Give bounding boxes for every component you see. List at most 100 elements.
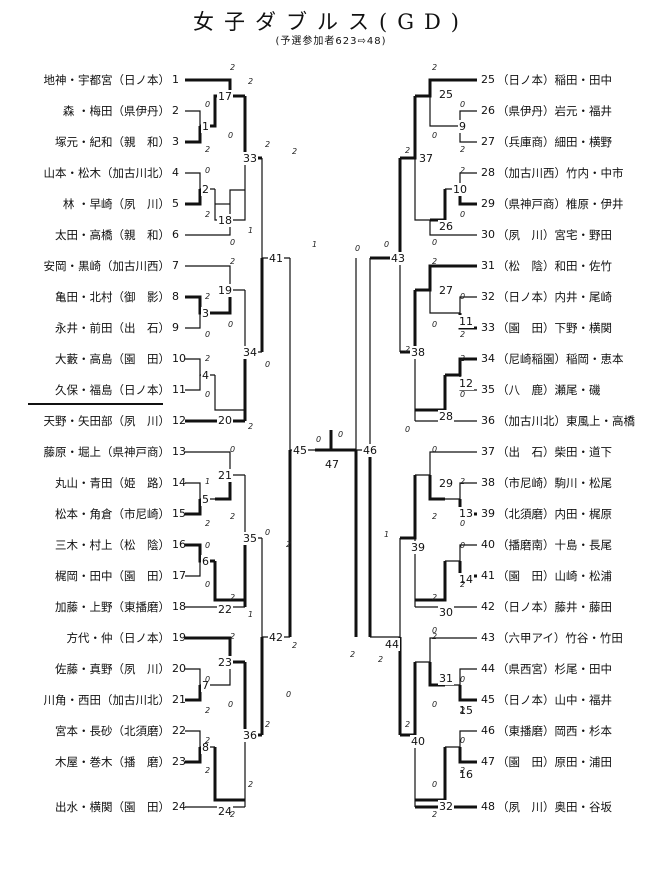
match-number: 22 (217, 603, 233, 616)
score: 2 (460, 766, 466, 775)
left-player: 方代・仲（日ノ本） (66, 631, 171, 645)
score: 2 (432, 63, 438, 72)
score: 2 (460, 166, 466, 175)
match-number: 35 (242, 532, 258, 545)
seed-number: 36 (481, 414, 495, 427)
match-number: 13 (458, 507, 474, 520)
left-player: 木屋・巻木（播 磨） (55, 755, 170, 769)
seed-number: 35 (481, 383, 495, 396)
seed-number: 4 (172, 166, 179, 179)
left-player: 丸山・青田（姫 路） (55, 476, 170, 490)
seed-number: 28 (481, 166, 495, 179)
match-number: 36 (242, 729, 258, 742)
score: 2 (205, 145, 211, 154)
seed-number: 34 (481, 352, 495, 365)
match-number: 10 (452, 183, 468, 196)
left-player: 藤原・堀上（県神戸商） (43, 445, 171, 459)
score: 2 (432, 632, 438, 641)
right-player: （松 陰）和田・佐竹 (497, 259, 612, 273)
score: 2 (230, 810, 236, 819)
match-number: 27 (438, 284, 454, 297)
right-player: （兵庫商）細田・横野 (497, 135, 612, 149)
match-number: 15 (458, 704, 474, 717)
right-player: （県神戸商）椎原・伊井 (497, 197, 624, 211)
seed-number: 13 (172, 445, 186, 458)
score: 2 (286, 540, 292, 549)
match-number: 26 (438, 220, 454, 233)
match-number: 16 (458, 768, 474, 781)
match-number: 30 (438, 606, 454, 619)
score: 0 (228, 700, 234, 709)
score: 2 (230, 257, 236, 266)
seed-number: 3 (172, 135, 179, 148)
seed-number: 40 (481, 538, 495, 551)
right-player: （園 田）山崎・松浦 (497, 569, 612, 583)
score: 0 (432, 131, 438, 140)
match-number: 12 (458, 377, 474, 390)
right-player: （園 田）原田・浦田 (497, 755, 612, 769)
score: 2 (205, 354, 211, 363)
match-number: 24 (217, 805, 233, 818)
score: 0 (432, 780, 438, 789)
left-player: 塚元・紀和（親 和） (55, 135, 170, 149)
left-player: 梶岡・田中（園 田） (55, 569, 170, 583)
seed-number: 17 (172, 569, 186, 582)
right-player: （加古川西）竹内・中市 (497, 166, 624, 180)
score: 2 (405, 720, 411, 729)
match-number: 40 (410, 735, 426, 748)
seed-number: 5 (172, 197, 179, 210)
score: 0 (205, 541, 211, 550)
score: 0 (286, 690, 292, 699)
match-number: 45 (292, 444, 308, 457)
score: 0 (338, 430, 344, 439)
score: 2 (460, 477, 466, 486)
right-player: （出 石）柴田・道下 (497, 445, 612, 459)
seed-number: 26 (481, 104, 495, 117)
seed-number: 11 (172, 383, 186, 396)
seed-number: 15 (172, 507, 186, 520)
score: 2 (230, 63, 236, 72)
score: 2 (205, 706, 211, 715)
left-player: 山本・松木（加古川北） (43, 166, 171, 180)
left-player: 森 ・梅田（県伊丹） (62, 104, 170, 118)
score: 2 (432, 257, 438, 266)
seed-number: 22 (172, 724, 186, 737)
score: 2 (230, 632, 236, 641)
score: 0 (460, 210, 466, 219)
right-player: （県西宮）杉尾・田中 (497, 662, 612, 676)
seed-number: 42 (481, 600, 495, 613)
seed-number: 33 (481, 321, 495, 334)
left-player: 川角・西田（加古川北） (43, 693, 171, 707)
score: 2 (248, 422, 254, 431)
match-number: 7 (201, 679, 210, 692)
left-player: 亀田・北村（御 影） (55, 290, 170, 304)
score: 0 (432, 626, 438, 635)
match-number: 18 (217, 214, 233, 227)
score: 0 (205, 100, 211, 109)
score: 1 (384, 530, 390, 539)
seed-number: 41 (481, 569, 495, 582)
match-number: 38 (410, 346, 426, 359)
score: 2 (405, 146, 411, 155)
match-number: 46 (362, 444, 378, 457)
left-player: 太田・高橋（親 和） (55, 228, 170, 242)
right-player: （東播磨）岡西・杉本 (497, 724, 612, 738)
right-player: （園 田）下野・横関 (497, 321, 612, 335)
score: 1 (248, 610, 254, 619)
score: 0 (460, 736, 466, 745)
score: 0 (384, 240, 390, 249)
seed-number: 24 (172, 800, 186, 813)
right-player: （日ノ本）藤井・藤田 (497, 600, 612, 614)
seed-number: 30 (481, 228, 495, 241)
score: 2 (265, 140, 271, 149)
score: 0 (205, 330, 211, 339)
score: 0 (265, 528, 271, 537)
score: 2 (460, 580, 466, 589)
seed-number: 31 (481, 259, 495, 272)
seed-number: 6 (172, 228, 179, 241)
match-number: 41 (268, 252, 284, 265)
seed-number: 14 (172, 476, 186, 489)
match-number: 23 (217, 656, 233, 669)
left-player: 安岡・黒崎（加古川西） (43, 259, 171, 273)
